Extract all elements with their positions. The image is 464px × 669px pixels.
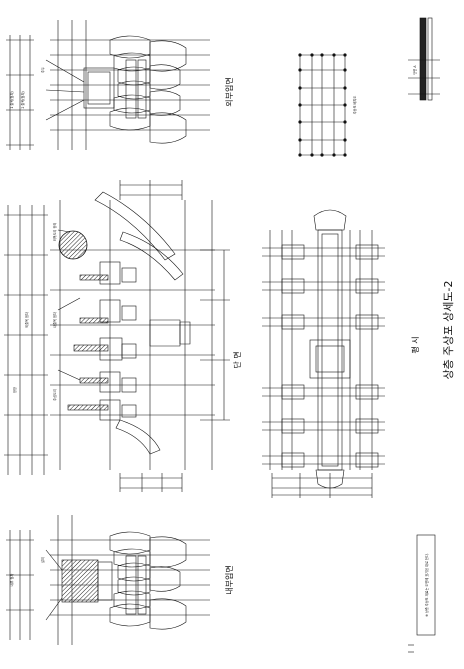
view-label-plan: 평 시 bbox=[410, 336, 420, 353]
note-sec-4: 주심도리 bbox=[52, 389, 57, 401]
note-ext-mid: 2 출목(첨차) bbox=[20, 91, 25, 108]
plan-view bbox=[262, 209, 385, 498]
note-sec-1: 외목도리 장혀 bbox=[52, 223, 57, 242]
note-small-right: 단면 A bbox=[412, 65, 417, 75]
key-plan-markers bbox=[298, 53, 347, 157]
view-label-interior: 내부입면 bbox=[224, 565, 234, 594]
legend-box-text: ※ 상층 주상포 재료는 도면에 표기된 대로 한다. bbox=[424, 553, 429, 617]
view-label-key-plan: 주상포 배치도 bbox=[352, 96, 357, 115]
note-sec-5: 창방 bbox=[12, 387, 17, 393]
section-view bbox=[4, 180, 230, 492]
note-sec-2: 외출목 첨차 bbox=[24, 312, 29, 328]
exterior-elevation bbox=[6, 20, 210, 150]
note-ext-top: 1 출목(첨차) bbox=[9, 91, 14, 108]
detail-section-small bbox=[408, 17, 440, 101]
view-label-section: 단 면 bbox=[232, 351, 242, 368]
note-int-top: 내부 첨차 bbox=[9, 574, 14, 587]
key-plan bbox=[299, 54, 346, 156]
bottom-note-ticks bbox=[408, 644, 414, 653]
note-int-mid: 살미 bbox=[40, 557, 45, 563]
sheet-title: 상층 주상포 상세도-2 bbox=[442, 281, 455, 380]
note-ext-bot: 주두 bbox=[41, 67, 45, 73]
note-sec-3: 내출목 첨차 bbox=[52, 312, 57, 328]
view-label-exterior: 외부입면 bbox=[224, 77, 234, 106]
interior-elevation bbox=[6, 515, 210, 645]
legend-box bbox=[416, 534, 436, 636]
